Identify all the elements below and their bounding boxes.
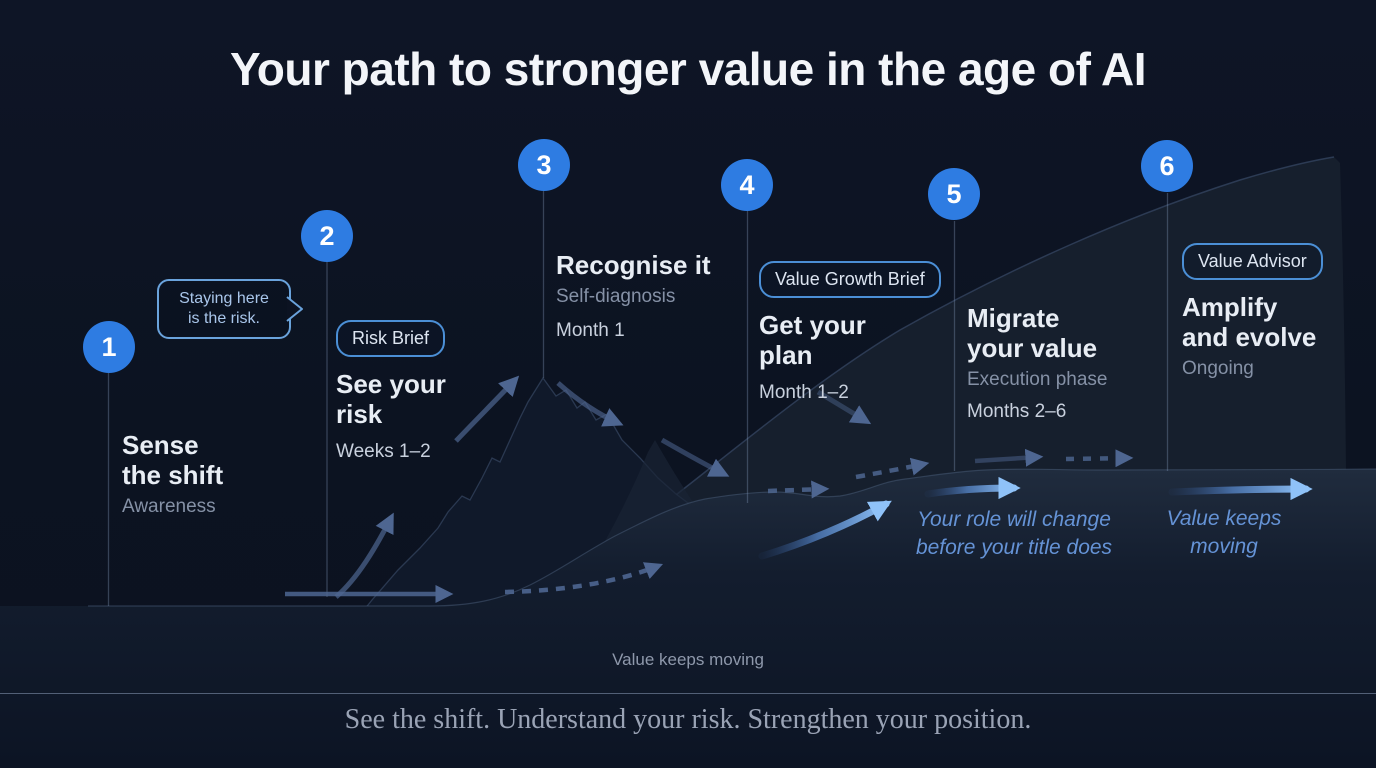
step-3-marker: 3	[518, 139, 570, 191]
step-5-subtitle: Execution phase	[967, 369, 1108, 391]
speech-bubble-line2: is the risk.	[187, 310, 260, 327]
step-1-block: Sense the shift Awareness	[122, 430, 223, 518]
step-4-heading-line2: plan	[759, 340, 813, 371]
annotation-value-moving-line2: moving	[1190, 534, 1258, 558]
step-6-heading: Amplify and evolve	[1182, 292, 1323, 352]
step-connector-lines	[107, 191, 1169, 606]
step-4-heading-line1: Get your	[759, 310, 866, 340]
bright-arrow-long	[1168, 477, 1313, 501]
step-5-heading-line2: your value	[967, 333, 1098, 364]
step-2-block: Risk Brief See your risk Weeks 1–2	[336, 320, 446, 463]
arrow-climb-2	[454, 375, 520, 443]
bright-value-arrows	[758, 476, 1313, 560]
step-6-marker: 6	[1141, 140, 1193, 192]
footer-tagline: See the shift. Understand your risk. Str…	[344, 704, 1032, 735]
step-4-block: Value Growth Brief Get your plan Month 1…	[759, 261, 941, 404]
step-2-badge: Risk Brief	[336, 320, 446, 357]
speech-bubble: Staying here is the risk.	[157, 279, 303, 339]
step-2-heading: See your risk	[336, 369, 446, 429]
step-3-subtitle: Self-diagnosis	[556, 286, 676, 308]
step-3-timeline: Month 1	[556, 320, 625, 342]
page-title: Your path to stronger value in the age o…	[230, 43, 1146, 95]
step-6-heading-line1: Amplify	[1182, 292, 1278, 322]
step-5-heading: Migrate your value	[967, 303, 1108, 363]
speech-bubble-line1: Staying here	[179, 289, 269, 307]
step-1-heading: Sense the shift	[122, 430, 223, 490]
arrow-descend-3	[816, 389, 872, 425]
step-1-marker: 1	[83, 321, 135, 373]
annotation-role-change: Your role will change before your title …	[903, 506, 1125, 562]
annotation-value-moving-line1: Value keeps	[1166, 507, 1282, 530]
muted-arrows	[285, 375, 1134, 603]
step-5-marker: 5	[928, 168, 980, 220]
step-3-heading-line1: Recognise it	[556, 250, 711, 280]
step-2-timeline: Weeks 1–2	[336, 441, 431, 463]
step-1-heading-line2: the shift	[122, 460, 224, 491]
step-5-heading-line1: Migrate	[967, 303, 1060, 333]
step-6-subtitle: Ongoing	[1182, 358, 1254, 380]
step-5-timeline: Months 2–6	[967, 401, 1067, 423]
baseline-note: Value keeps moving	[612, 650, 764, 669]
step-4-heading: Get your plan	[759, 310, 941, 370]
arrow-descend-1	[556, 381, 624, 427]
arrow-plateau-solid	[974, 448, 1044, 467]
step-1-heading-line1: Sense	[122, 430, 199, 460]
footer-divider	[0, 693, 1376, 694]
speech-bubble-notch-icon	[286, 296, 303, 322]
step-2-marker: 2	[301, 210, 353, 262]
arrow-climb-1	[334, 512, 394, 599]
arrow-descend-2	[660, 437, 730, 477]
step-4-marker: 4	[721, 159, 773, 211]
step-5-block: Migrate your value Execution phase Month…	[967, 303, 1108, 423]
step-2-heading-line1: See your	[336, 369, 446, 399]
value-slope-edge	[609, 156, 1335, 546]
arrow-ground-dashed-ascend	[504, 562, 664, 595]
step-6-block: Value Advisor Amplify and evolve Ongoing	[1182, 243, 1323, 380]
bright-arrow-swoosh	[758, 500, 892, 560]
step-4-badge: Value Growth Brief	[759, 261, 941, 298]
step-6-badge: Value Advisor	[1182, 243, 1323, 280]
annotation-value-moving: Value keeps moving	[1144, 505, 1304, 561]
step-4-timeline: Month 1–2	[759, 382, 849, 404]
step-3-heading: Recognise it	[556, 250, 711, 280]
bright-arrow-mid	[924, 476, 1021, 500]
step-2-heading-line2: risk	[336, 399, 383, 430]
annotation-role-change-line1: Your role will change	[917, 508, 1111, 531]
arrow-plateau-dashed-3	[1065, 449, 1134, 468]
step-1-subtitle: Awareness	[122, 496, 216, 518]
step-3-block: Recognise it Self-diagnosis Month 1	[556, 250, 711, 342]
step-6-heading-line2: and evolve	[1182, 322, 1317, 353]
foreground-ground-shape	[0, 469, 1376, 768]
annotation-role-change-line2: before your title does	[915, 535, 1113, 559]
arrow-plateau-dashed-2	[855, 457, 930, 480]
